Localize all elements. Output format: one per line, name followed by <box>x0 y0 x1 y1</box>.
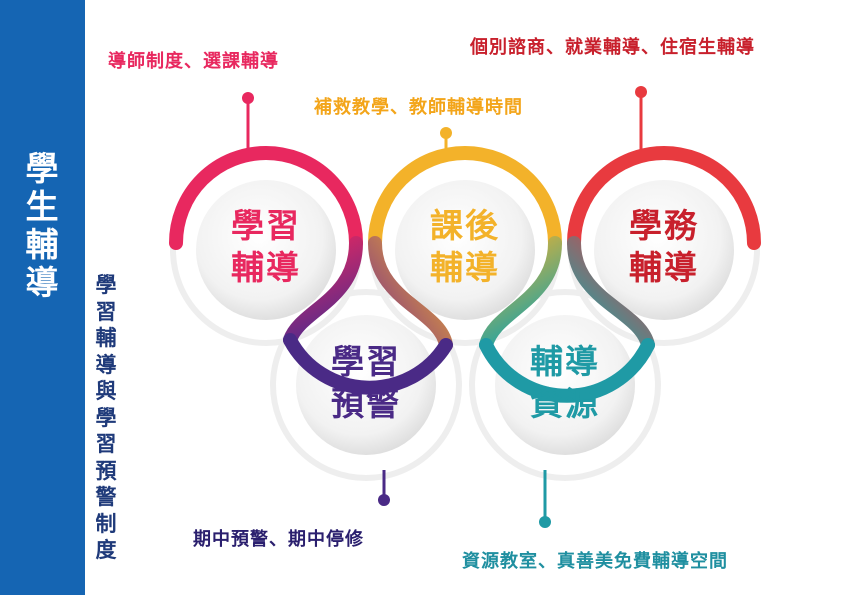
ring-arc-learning-guidance <box>169 146 363 250</box>
ring-arc-learning-alert <box>283 333 453 395</box>
sidebar-title-char: 學 <box>25 149 59 188</box>
ring-arc-after-school <box>368 146 562 250</box>
subtitle-char: 學 <box>95 405 117 430</box>
subtitle-char: 預 <box>95 458 117 483</box>
sidebar-title-char: 導 <box>25 263 59 302</box>
ring-arc-academic-affairs <box>567 146 761 250</box>
callout-pin-learning-guidance <box>242 92 254 158</box>
connector-yellow-teal <box>479 236 562 352</box>
subtitle-char: 習 <box>95 299 117 324</box>
callout-after-school: 補救教學、教師輔導時間 <box>314 97 523 118</box>
ring-label-line: 輔導 <box>530 342 600 381</box>
callout-pin-learning-alert <box>378 470 390 506</box>
sidebar-title-char: 輔 <box>25 225 59 264</box>
sidebar-title: 學 生 輔 導 <box>22 150 62 302</box>
subtitle-char: 習 <box>95 432 117 456</box>
ring-label-line: 學習 <box>231 206 301 245</box>
callout-pin-after-school <box>440 127 452 158</box>
callout-pin-academic-affairs <box>635 86 647 158</box>
ring-label-after-school: 課後 輔導 <box>405 205 525 289</box>
connector-red-teal <box>567 236 655 352</box>
callout-learning-alert: 期中預警、期中停修 <box>193 529 364 550</box>
subtitle-char: 制 <box>95 511 117 536</box>
ring-arc-guidance-resources <box>479 338 655 403</box>
sidebar-panel: 學 生 輔 導 <box>0 0 85 595</box>
subtitle-char: 導 <box>95 352 117 377</box>
connector-pink-purple <box>283 236 363 347</box>
connector-yellow-purple <box>368 236 453 352</box>
ring-label-line: 預警 <box>331 384 401 423</box>
subtitle-char: 警 <box>95 485 117 509</box>
subtitle-char: 輔 <box>95 326 117 350</box>
ring-label-line: 學習 <box>331 342 401 381</box>
vertical-subtitle: 學 習 輔 導 與 學 習 預 警 制 度 <box>91 272 121 564</box>
subtitle-char: 度 <box>95 538 117 562</box>
ring-label-line: 學務 <box>629 206 699 245</box>
ring-label-line: 課後 <box>430 206 500 245</box>
ring-label-learning-alert: 學習 預警 <box>306 341 426 425</box>
ring-label-learning-guidance: 學習 輔導 <box>206 205 326 289</box>
callout-guidance-resources: 資源教室、真善美免費輔導空間 <box>462 551 728 572</box>
ring-label-line: 輔導 <box>231 248 301 287</box>
ring-label-line: 資源 <box>530 384 600 423</box>
subtitle-char: 與 <box>95 379 117 403</box>
callout-pin-guidance-resources <box>539 470 551 528</box>
ring-label-line: 輔導 <box>629 248 699 287</box>
ring-label-guidance-resources: 輔導 資源 <box>505 341 625 425</box>
ring-label-academic-affairs: 學務 輔導 <box>604 205 724 289</box>
sidebar-title-char: 生 <box>25 187 59 226</box>
callout-academic-affairs: 個別諮商、就業輔導、住宿生輔導 <box>470 37 755 58</box>
subtitle-char: 學 <box>95 273 117 297</box>
callout-learning-guidance: 導師制度、選課輔導 <box>108 51 279 72</box>
ring-label-line: 輔導 <box>430 248 500 287</box>
